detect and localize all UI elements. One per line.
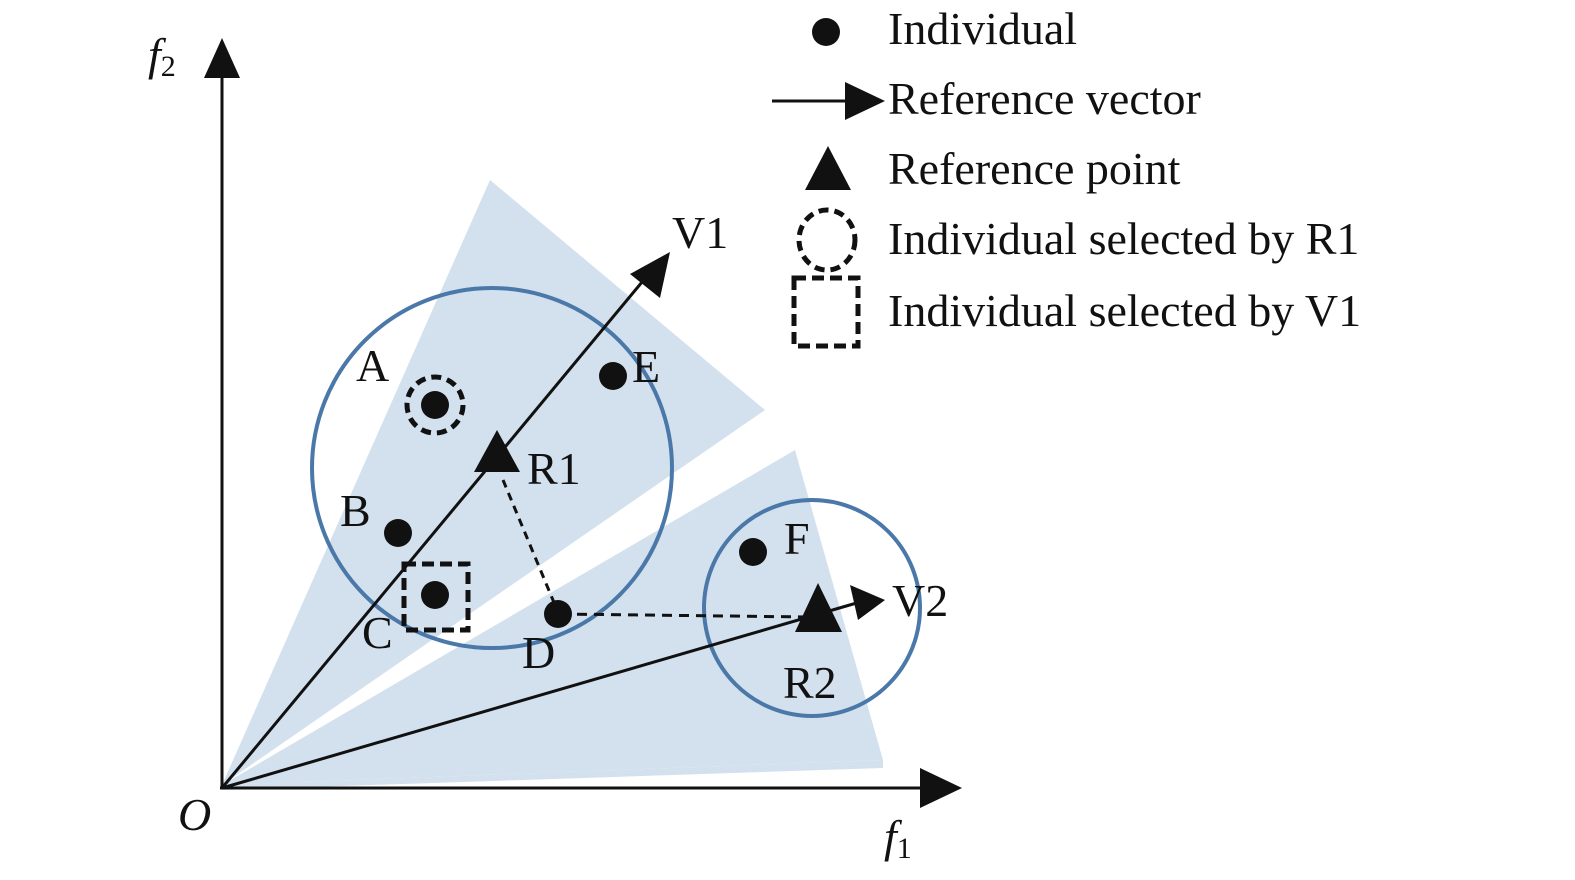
individual-d: [544, 600, 572, 628]
selection-box-v1: [401, 561, 471, 633]
label-c: C: [362, 607, 393, 658]
wedge-v1: [222, 180, 765, 785]
legend: Individual Reference vector Reference po…: [772, 3, 1361, 349]
legend-label: Reference vector: [888, 73, 1201, 124]
label-r1: R1: [527, 443, 581, 494]
distance-r1-d: [501, 479, 557, 606]
distance-d-r2: [559, 612, 809, 619]
legend-arrowhead-icon: [845, 82, 885, 120]
y-axis-arrowhead: [204, 38, 240, 78]
reference-vector-v1: [220, 269, 654, 789]
label-v2: V2: [892, 575, 948, 626]
label-f: F: [784, 513, 810, 564]
reference-point-r2: [795, 583, 842, 632]
origin-label: O: [178, 789, 211, 840]
legend-triangle-icon: [805, 146, 851, 190]
reference-point-r1: [474, 430, 520, 472]
legend-individual-icon: [812, 18, 840, 46]
legend-item-selected-by-v1: Individual selected by V1: [791, 275, 1361, 349]
legend-dashed-circle-icon: [796, 207, 858, 273]
legend-dashed-square-icon: [791, 275, 861, 349]
y-axis-label: f2: [148, 29, 176, 83]
legend-label: Reference point: [888, 143, 1181, 194]
reference-vector-v2-arrowhead: [850, 585, 885, 620]
x-axis-arrowhead: [920, 768, 962, 808]
wedge-v2-base: [222, 760, 883, 790]
label-r2: R2: [783, 657, 837, 708]
individual-e: [599, 362, 627, 390]
label-d: D: [522, 627, 555, 678]
label-e: E: [632, 341, 660, 392]
legend-label: Individual selected by V1: [888, 285, 1361, 336]
individual-a: [421, 391, 449, 419]
label-a: A: [356, 340, 389, 391]
individual-f: [739, 538, 767, 566]
label-b: B: [340, 485, 371, 536]
selection-ring-r1: [404, 374, 466, 436]
niche-circle-r1: [310, 286, 674, 650]
legend-item-selected-by-r1: Individual selected by R1: [796, 207, 1359, 273]
reference-vector-v2: [221, 600, 861, 790]
legend-item-reference-vector: Reference vector: [772, 73, 1201, 124]
legend-label: Individual selected by R1: [888, 213, 1359, 264]
individual-c: [421, 581, 449, 609]
reference-vector-v1-arrowhead: [630, 252, 670, 298]
legend-label: Individual: [888, 3, 1077, 54]
individual-b: [384, 519, 412, 547]
legend-item-reference-point: Reference point: [805, 143, 1181, 194]
label-v1: V1: [672, 207, 728, 258]
niche-circle-r2: [702, 498, 922, 718]
legend-item-individual: Individual: [812, 3, 1077, 54]
x-axis-label: f1: [884, 811, 912, 865]
